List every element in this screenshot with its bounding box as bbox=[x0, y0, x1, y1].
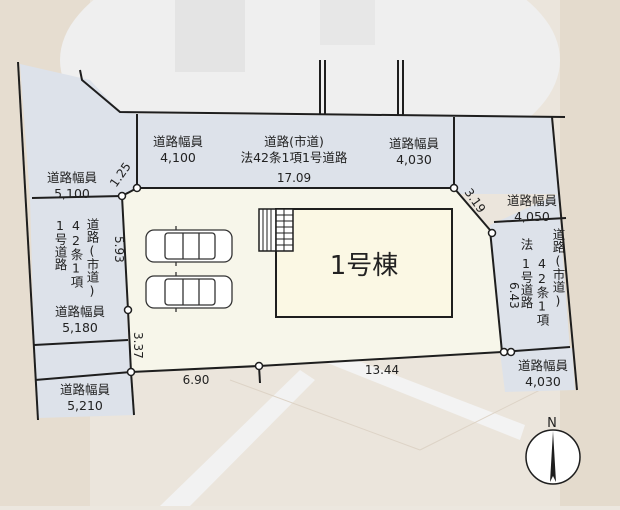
road-width-value: 5,100 bbox=[54, 186, 90, 201]
road-classification: 法42条1項1号道路 bbox=[241, 150, 348, 165]
road-width-label: 道路幅員 bbox=[389, 136, 440, 151]
building-label: 1号棟 bbox=[330, 251, 399, 281]
road-name: 道路(市道) bbox=[264, 134, 324, 149]
right-road-labels: 3.19 道路幅員 4,050 1号道路 42条1項 道路(市道) 法 6.43… bbox=[462, 186, 569, 389]
dimension-right-frontage: 6.43 bbox=[507, 282, 521, 309]
dimension-top-frontage: 17.09 bbox=[277, 171, 311, 185]
north-label: N bbox=[547, 416, 557, 431]
road-width-label: 道路幅員 bbox=[518, 358, 569, 373]
parking-spaces bbox=[145, 226, 233, 312]
road-name-vertical: 道路(市道) bbox=[85, 218, 100, 298]
road-width-value: 4,030 bbox=[525, 374, 561, 389]
road-width-value: 4,030 bbox=[396, 152, 432, 167]
building-1: 1号棟 bbox=[258, 208, 453, 318]
road-width-label: 道路幅員 bbox=[60, 382, 111, 397]
road-width-label: 道路幅員 bbox=[153, 134, 204, 149]
dimension-left-frontage: 5.93 bbox=[112, 236, 126, 263]
car-icon bbox=[145, 272, 233, 312]
left-road-labels: 道路幅員 5,100 1.25 1号道路 42条1項 道路(市道) 5.93 道… bbox=[47, 160, 145, 413]
road-width-label: 道路幅員 bbox=[55, 304, 106, 319]
north-arrow-icon: N bbox=[525, 416, 581, 485]
boundary-lines bbox=[17, 60, 578, 421]
road-classification-vertical: 42条1項 bbox=[535, 256, 550, 327]
road-classification-vertical: 1号道路 bbox=[519, 256, 534, 309]
dimension-bottom-left: 6.90 bbox=[183, 373, 210, 387]
dimension-bottom-right: 13.44 bbox=[365, 363, 399, 377]
road-width-label: 道路幅員 bbox=[47, 170, 98, 185]
boundary-markers bbox=[117, 183, 516, 377]
car-icon bbox=[145, 226, 233, 266]
road-width-value: 5,210 bbox=[67, 398, 103, 413]
road-areas bbox=[20, 64, 575, 418]
road-name-vertical: 道路(市道) bbox=[551, 228, 566, 308]
dimension-left-lower: 3.37 bbox=[131, 332, 145, 359]
top-road-labels: 道路幅員 4,100 道路(市道) 法42条1項1号道路 17.09 道路幅員 … bbox=[153, 134, 440, 185]
road-width-value: 4,050 bbox=[514, 209, 550, 224]
road-classification-vertical: 法 bbox=[519, 238, 534, 251]
road-width-value: 4,100 bbox=[160, 150, 196, 165]
road-width-label: 道路幅員 bbox=[507, 193, 558, 208]
road-width-value: 5,180 bbox=[62, 320, 98, 335]
road-classification-vertical: 1号道路 bbox=[53, 218, 68, 271]
road-classification-vertical: 42条1項 bbox=[69, 218, 84, 289]
